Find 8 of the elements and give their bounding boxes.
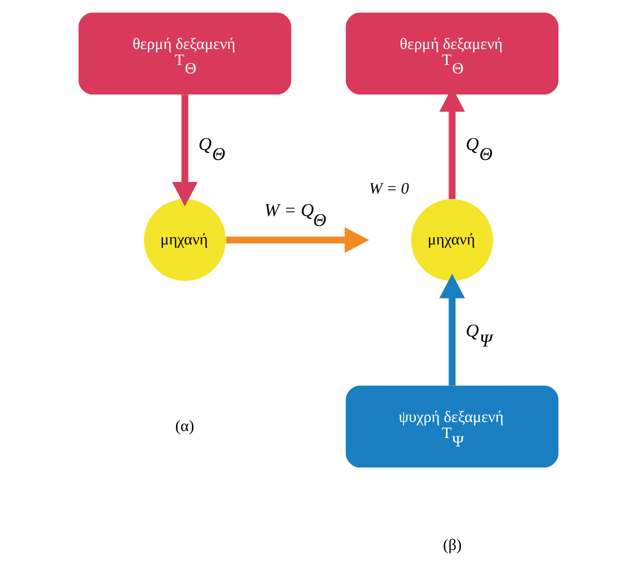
label: (α) — [175, 418, 194, 435]
node-circle: μηχανή — [411, 199, 494, 281]
label: (β) — [443, 537, 462, 554]
arrow — [172, 94, 198, 206]
arrow — [439, 274, 465, 386]
arrow — [226, 227, 370, 253]
node-label: W = 0 — [369, 180, 409, 198]
node-circle: μηχανή — [144, 199, 226, 281]
